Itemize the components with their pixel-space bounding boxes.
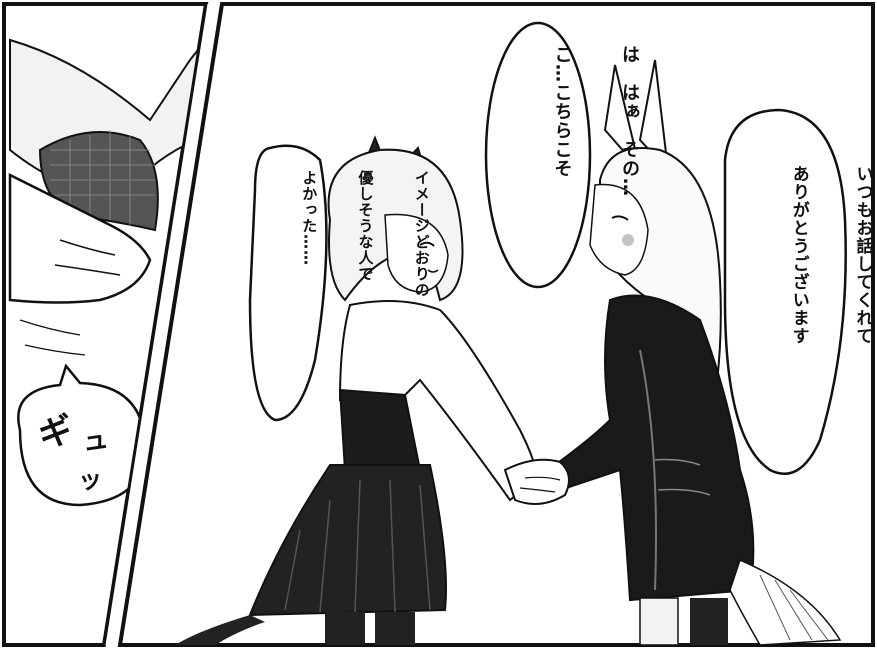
left-panel bbox=[2, 2, 209, 647]
sfx-text-2: ュ bbox=[80, 424, 111, 458]
speech-text-c-line3: よかった…… bbox=[300, 170, 319, 266]
speech-text-a-line1: は はぁ その… bbox=[619, 45, 640, 197]
cat-eared-girl bbox=[175, 135, 537, 645]
speech-bubble-b bbox=[723, 108, 847, 475]
speech-text-b-line2: いつもお話してくれて bbox=[852, 165, 873, 345]
speech-text-b-line3: ありがとうございます bbox=[788, 165, 809, 345]
speech-text-c: イメージどおりの 優しそうな人で よかった…… bbox=[262, 170, 468, 410]
speech-bubble-a bbox=[484, 21, 592, 289]
speech-text-a: は はぁ その… こ…こちらこそ bbox=[505, 45, 685, 275]
speech-text-c-line1: イメージどおりの bbox=[412, 170, 431, 298]
clasped-hands bbox=[503, 458, 570, 505]
sfx-text-3: ッ bbox=[77, 464, 104, 495]
speech-bubble-c bbox=[248, 144, 328, 422]
speech-text-a-line2: こ…こちらこそ bbox=[551, 45, 573, 178]
speech-text-c-line2: 優しそうな人で bbox=[356, 170, 375, 282]
speech-text-b: はい いつもお話してくれて ありがとうございます bbox=[745, 165, 877, 445]
long-haired-girl bbox=[546, 59, 842, 646]
right-panel bbox=[117, 1, 875, 647]
